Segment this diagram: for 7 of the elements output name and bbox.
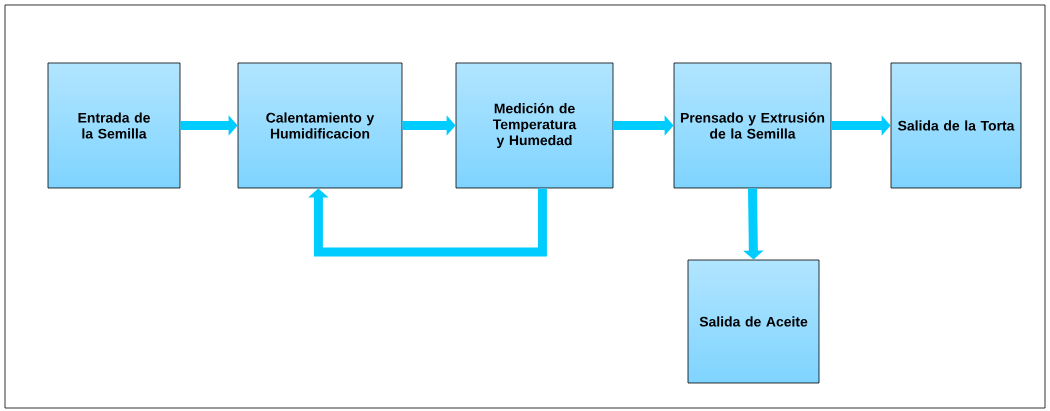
process-box: Salida de la Torta: [890, 62, 1022, 189]
process-box: Salida de Aceite: [687, 259, 820, 384]
process-box: Medición de Temperatura y Humedad: [455, 62, 614, 189]
arrow: [308, 188, 547, 257]
process-box: Prensado y Extrusión de la Semilla: [673, 62, 832, 189]
process-box: Calentamiento y Humidificacion: [237, 62, 403, 189]
process-box: Entrada de la Semilla: [47, 62, 181, 189]
